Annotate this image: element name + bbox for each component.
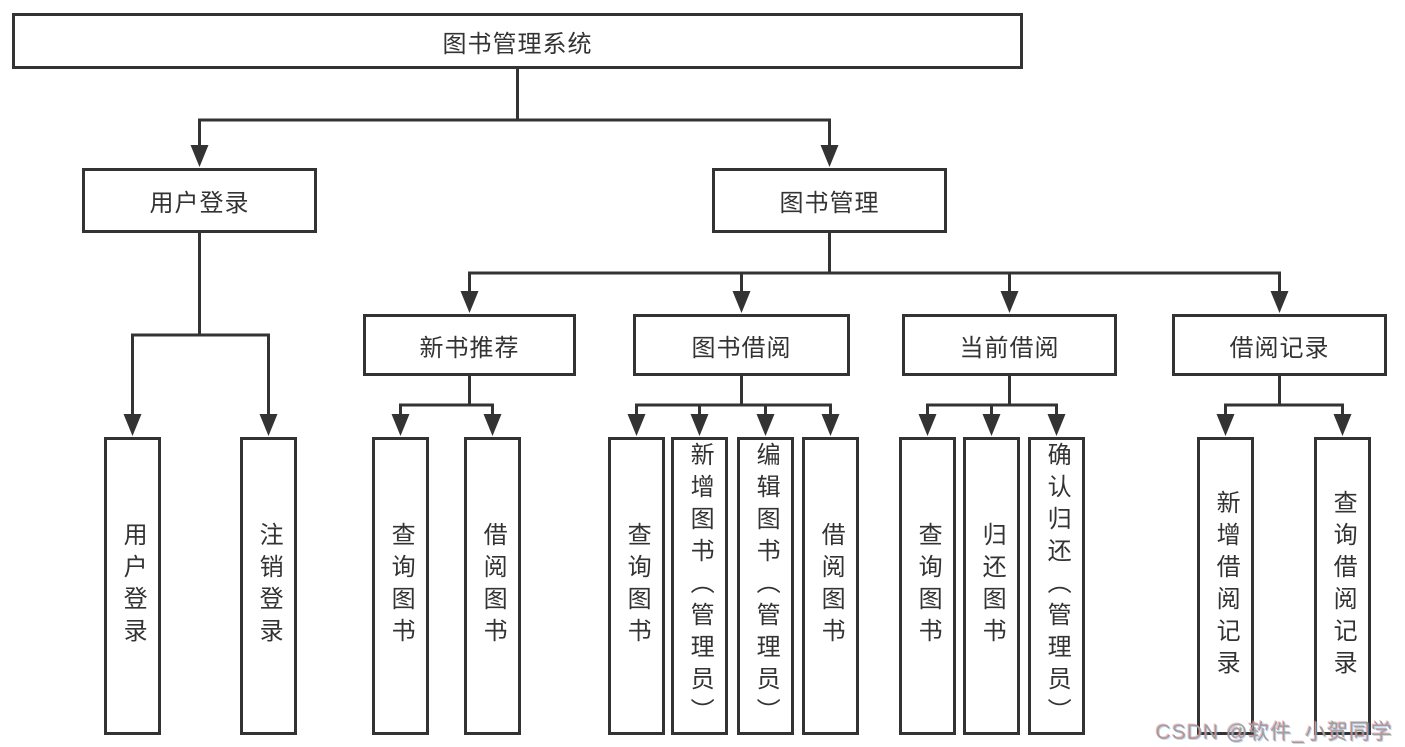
arrowhead	[732, 291, 751, 313]
node-current-borrowing: 当前借阅	[902, 314, 1117, 376]
arrowhead	[690, 414, 709, 436]
arrowhead	[259, 414, 278, 436]
leaf-confirm-return-admin: 确认归还（管理员）	[1028, 437, 1085, 735]
leaf-add-borrow-record: 新增借阅记录	[1197, 437, 1254, 735]
arrowhead	[1047, 414, 1066, 436]
leaf-return-book: 归还图书	[963, 437, 1020, 735]
arrowhead	[756, 414, 775, 436]
arrowhead	[820, 145, 839, 167]
arrowhead	[483, 414, 502, 436]
arrowhead	[460, 291, 479, 313]
arrowhead	[391, 414, 410, 436]
leaf-query-books-current: 查询图书	[899, 437, 956, 735]
arrowhead	[190, 145, 209, 167]
leaf-query-borrow-record: 查询借阅记录	[1314, 437, 1371, 735]
leaf-edit-book-admin: 编辑图书（管理员）	[737, 437, 794, 735]
arrowhead	[918, 414, 937, 436]
leaf-borrow-books-recommend: 借阅图书	[464, 437, 521, 735]
node-book-borrowing: 图书借阅	[633, 314, 850, 376]
arrowhead	[982, 414, 1001, 436]
arrowhead	[1270, 291, 1289, 313]
node-new-book-recommendation: 新书推荐	[363, 314, 576, 376]
node-library-management-system: 图书管理系统	[12, 13, 1023, 69]
arrowhead	[627, 414, 646, 436]
watermark: CSDN @软件_小贺同学	[1155, 721, 1393, 744]
leaf-logout: 注销登录	[240, 437, 297, 735]
arrowhead	[1333, 414, 1352, 436]
leaf-user-login: 用户登录	[104, 437, 161, 735]
arrowhead	[1000, 291, 1019, 313]
node-book-management: 图书管理	[712, 168, 947, 233]
arrowhead	[123, 414, 142, 436]
leaf-add-book-admin: 新增图书（管理员）	[671, 437, 728, 735]
leaf-query-books-recommend: 查询图书	[372, 437, 429, 735]
arrowhead	[1216, 414, 1235, 436]
node-borrowing-records: 借阅记录	[1172, 314, 1387, 376]
arrowhead	[821, 414, 840, 436]
leaf-query-books-borrowing: 查询图书	[608, 437, 665, 735]
connector-path	[131, 69, 1344, 420]
leaf-borrow-books-borrowing: 借阅图书	[802, 437, 859, 735]
node-user-login: 用户登录	[82, 168, 317, 233]
